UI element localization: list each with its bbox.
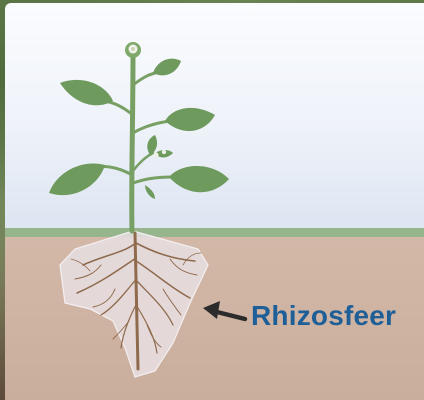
diagram-card: Rhizosfeer bbox=[5, 3, 424, 400]
rhizosphere-label: Rhizosfeer bbox=[251, 300, 396, 332]
plant-icon bbox=[49, 42, 229, 231]
illustration bbox=[5, 3, 424, 400]
arrow-left-icon bbox=[203, 301, 245, 319]
